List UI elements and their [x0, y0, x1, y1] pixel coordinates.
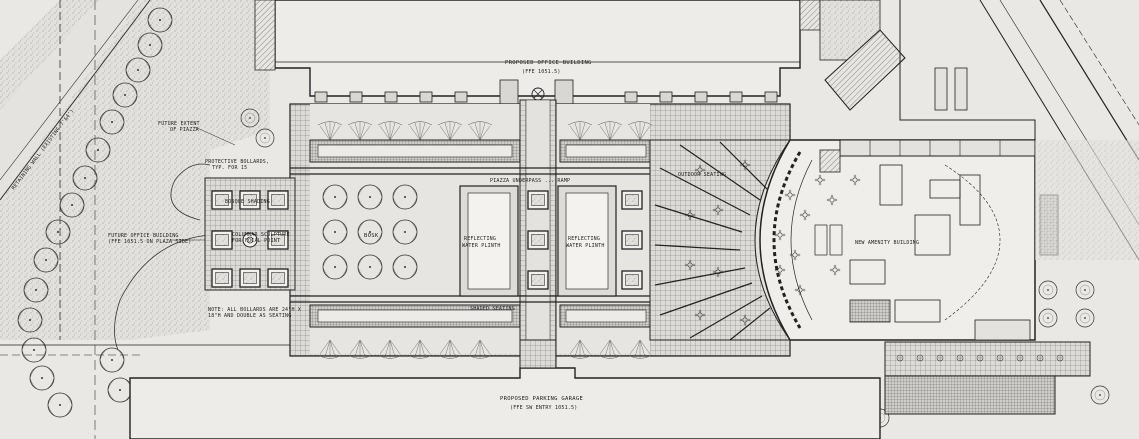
parking-garage-footprint	[129, 339, 881, 439]
bosque-shading-label: BOSQUE SHADING	[225, 199, 270, 205]
reflecting-label-2: REFLECTING	[568, 236, 600, 242]
bollards-typ-label: TYP. FOR 15	[212, 165, 247, 171]
office-building-label: PROPOSED OFFICE BUILDING	[505, 60, 592, 66]
future-office-ffe: (FFE 1051.5 ON PLAZA SIDE)	[108, 239, 191, 245]
protective-bollards-label: PROTECTIVE BOLLARDS,	[205, 159, 269, 165]
parking-garage-ffe: (FFE SW ENTRY 1051.5)	[510, 405, 577, 411]
office-building-ffe: (FFE 1051.5)	[522, 69, 561, 75]
columnar-sculpture-label: COLUMNAR SCULPTURE	[232, 232, 290, 238]
outdoor-seating-radial	[649, 139, 791, 341]
water-plinth-label-2: WATER PLINTH	[566, 243, 605, 249]
future-office-label: FUTURE OFFICE BUILDING	[108, 233, 179, 239]
of-piazza-label: OF PIAZZA	[170, 127, 199, 133]
bollard-note-line-1: NOTE: ALL BOLLARDS ARE 24"H X	[208, 307, 301, 313]
reflecting-plinth-2	[557, 185, 617, 297]
parking-garage-label: PROPOSED PARKING GARAGE	[500, 396, 583, 402]
forecourt-planters	[204, 177, 296, 291]
focal-point-label: FOR FOCAL POINT	[232, 238, 280, 244]
office-building-colonnade	[314, 79, 778, 109]
planter-bands	[309, 139, 653, 328]
reflecting-label-1: REFLECTING	[464, 236, 496, 242]
future-extent-label: FUTURE EXTENT	[158, 121, 200, 127]
amenity-building-label: NEW AMENITY BUILDING	[855, 240, 919, 246]
bottom-right-walkway	[884, 341, 1091, 415]
bosk-label: BOSK	[364, 233, 379, 239]
office-building-footprint	[254, 0, 821, 97]
bollard-note-line-2: 18"H AND DOUBLE AS SEATING	[208, 313, 291, 319]
water-plinth-label-1: WATER PLINTH	[462, 243, 501, 249]
amenity-building	[759, 139, 1036, 341]
left-diagonal-road	[0, 0, 151, 439]
shaded-seating-label: SHADED SEATING	[470, 306, 515, 312]
reflecting-plinth-1	[459, 185, 519, 297]
plaza-underpass-label: PIAZZA UNDERPASS ... RAMP	[490, 178, 570, 184]
outdoor-seating-label: OUTDOOR SEATING	[678, 172, 726, 178]
